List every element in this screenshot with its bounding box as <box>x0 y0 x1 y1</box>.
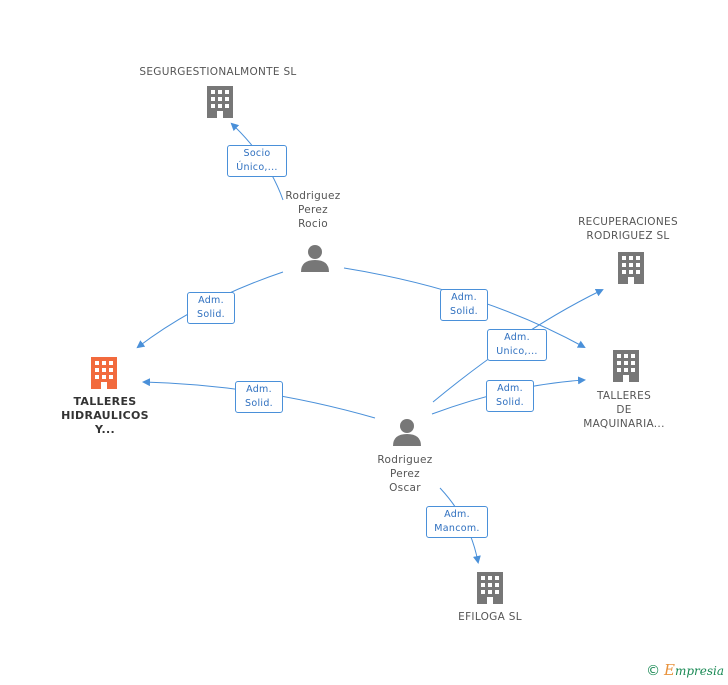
building-icon[interactable] <box>610 348 642 384</box>
building-icon[interactable] <box>615 250 647 286</box>
role-label-socio-unico[interactable]: Socio Único,... <box>227 145 287 177</box>
person-rocio-label[interactable]: Rodriguez Perez Rocio <box>285 190 341 230</box>
company-talleres-maquinaria-label[interactable]: TALLERES DE MAQUINARIA... <box>583 390 665 430</box>
company-efiloga-label[interactable]: EFILOGA SL <box>458 611 522 623</box>
footer-brand: © Empresia <box>646 661 724 679</box>
brand-logo-text: mpresia <box>674 664 724 678</box>
person-oscar-label[interactable]: Rodriguez Perez Oscar <box>377 454 433 494</box>
role-label-adm-unico[interactable]: Adm. Unico,... <box>487 329 547 361</box>
role-label-adm-solid[interactable]: Adm. Solid. <box>235 381 283 413</box>
person-icon[interactable] <box>300 243 330 273</box>
company-recuperaciones-label[interactable]: RECUPERACIONES RODRIGUEZ SL <box>578 216 678 242</box>
company-segurgestional-label[interactable]: SEGURGESTIONALMONTE SL <box>139 66 297 78</box>
brand-logo-e: E <box>663 661 675 679</box>
role-label-adm-solid[interactable]: Adm. Solid. <box>486 380 534 412</box>
role-label-adm-solid[interactable]: Adm. Solid. <box>440 289 488 321</box>
copyright-symbol: © <box>646 663 661 679</box>
building-icon[interactable] <box>204 84 236 120</box>
building-icon[interactable] <box>474 570 506 606</box>
person-icon[interactable] <box>392 417 422 447</box>
role-label-adm-mancom[interactable]: Adm. Mancom. <box>426 506 488 538</box>
building-icon-main[interactable] <box>88 355 120 391</box>
company-talleres-hidraulicos-label[interactable]: TALLERES HIDRAULICOS Y... <box>61 395 149 436</box>
role-label-adm-solid[interactable]: Adm. Solid. <box>187 292 235 324</box>
